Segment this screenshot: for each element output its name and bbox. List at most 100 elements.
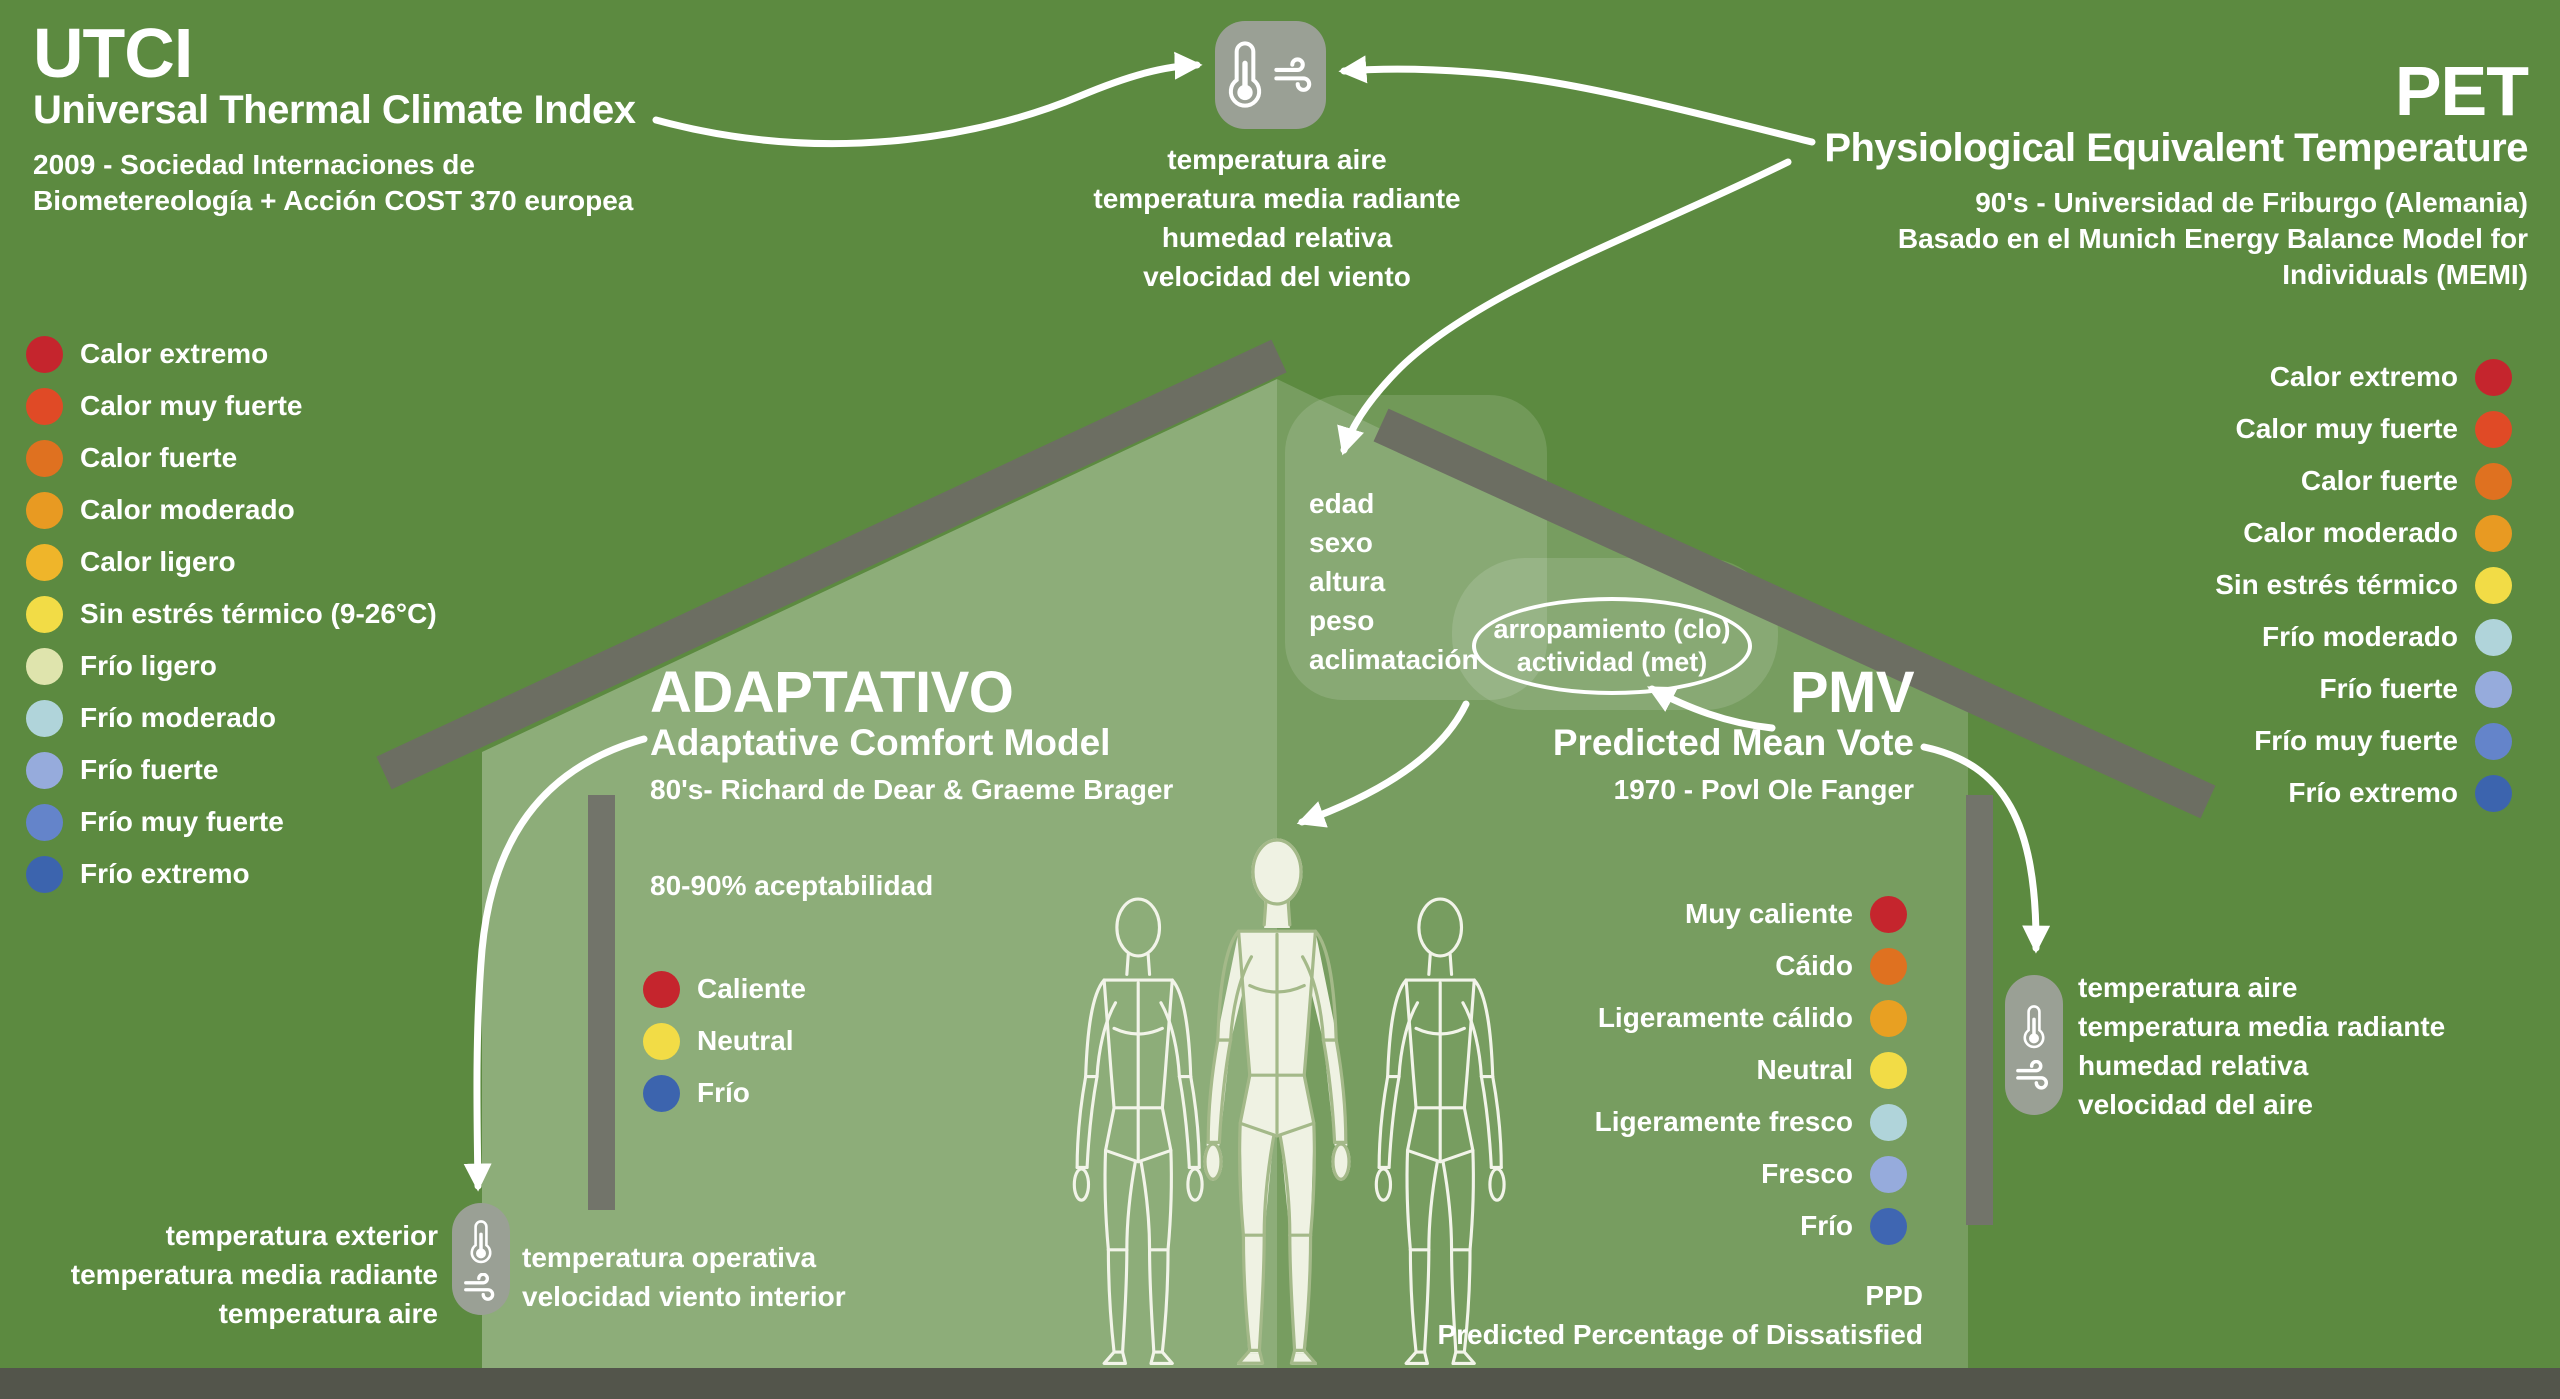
pmv-title: PMV xyxy=(1789,660,1915,725)
arrow-pmv-to-interior-badge xyxy=(1920,743,2051,954)
text-line: velocidad viento interior xyxy=(522,1281,846,1312)
legend-color-dot xyxy=(2475,566,2512,604)
text-line: temperatura media radiante xyxy=(2078,1011,2446,1042)
legend-item: Calor moderado xyxy=(26,484,437,536)
legend-color-dot xyxy=(26,335,63,373)
legend-label: Sin estrés térmico (9-26°C) xyxy=(80,598,437,629)
legend-label: Frío xyxy=(1800,1210,1853,1241)
legend-label: Frío moderado xyxy=(80,702,277,733)
legend-item: Calor muy fuerte xyxy=(26,380,437,432)
exterior-sensor-badge xyxy=(452,1203,510,1315)
legend-item: Frío fuerte xyxy=(26,744,437,796)
legend-color-dot xyxy=(1870,1103,1907,1141)
text-line: actividad (met) xyxy=(1516,647,1708,677)
thermometer-icon xyxy=(470,1220,492,1264)
legend-color-dot xyxy=(2475,462,2512,500)
legend-item: Sin estrés térmico (9-26°C) xyxy=(26,588,437,640)
legend-item: Frío extremo xyxy=(2215,767,2512,819)
legend-color-dot xyxy=(2475,722,2512,760)
legend-item: Calor extremo xyxy=(2215,351,2512,403)
clothing-activity-bubble: arropamiento (clo)actividad (met) xyxy=(1472,597,1752,695)
pet-title: PET xyxy=(2394,52,2529,130)
text-line: temperatura exterior xyxy=(165,1220,438,1251)
legend-label: Frío fuerte xyxy=(80,754,219,785)
legend-label: Calor fuerte xyxy=(80,442,238,473)
legend-label: Frío fuerte xyxy=(2319,673,2458,704)
interior-sensor-badge xyxy=(2005,975,2063,1115)
text-line: 2009 - Sociedad Internaciones de xyxy=(33,148,475,180)
wall-stud-right xyxy=(1966,795,1993,1225)
legend-label: Frío ligero xyxy=(80,650,217,681)
text-line: humedad relativa xyxy=(2078,1050,2309,1081)
text-line: temperatura aire xyxy=(2078,972,2298,1003)
pet-subtitle: Physiological Equivalent Temperature xyxy=(1824,126,2528,170)
text-line: sexo xyxy=(1309,527,1373,558)
utci-subtitle: Universal Thermal Climate Index xyxy=(33,88,636,132)
roof-beam-right xyxy=(1373,408,2216,819)
text-line: aclimatación xyxy=(1309,644,1479,675)
house-structure xyxy=(376,339,2216,1225)
adaptativo-block: ADAPTATIVO Adaptative Comfort Model 80's… xyxy=(650,664,1173,807)
arrow-utci-to-environment-badge xyxy=(652,51,1203,147)
text-line: edad xyxy=(1309,488,1375,519)
legend-color-dot xyxy=(1870,1051,1907,1089)
legend-label: Frío muy fuerte xyxy=(80,806,284,837)
text-line: temperatura media radiante xyxy=(70,1259,438,1290)
legend-item: Ligeramente cálido xyxy=(1595,992,1907,1044)
legend-item: Frío xyxy=(1595,1200,1907,1252)
legend-item: Calor extremo xyxy=(26,328,437,380)
text-line: 90's - Universidad de Friburgo (Alemania… xyxy=(1975,186,2528,218)
legend-item: Fresco xyxy=(1595,1148,1907,1200)
legend-color-dot xyxy=(26,387,63,425)
legend-color-dot xyxy=(643,1074,680,1112)
legend-color-dot xyxy=(2475,358,2512,396)
legend-label: Ligeramente cálido xyxy=(1597,1002,1853,1033)
legend-label: Frío muy fuerte xyxy=(2254,725,2458,756)
interior-badge-text: temperatura aire temperatura media radian… xyxy=(2078,968,2445,1124)
legend-color-dot xyxy=(2475,670,2512,708)
legend-item: Neutral xyxy=(643,1015,806,1067)
legend-label: Frío extremo xyxy=(2288,777,2458,808)
arrow-factors-to-person xyxy=(1296,700,1470,828)
legend-label: Frío moderado xyxy=(2261,621,2458,652)
legend-item: Ligeramente fresco xyxy=(1595,1096,1907,1148)
pmv-author: 1970 - Povl Ole Fanger xyxy=(1613,773,1914,805)
pmv-subtitle: Predicted Mean Vote xyxy=(1552,722,1914,763)
legend-label: Sin estrés térmico xyxy=(2215,569,2458,600)
roof-beam-left xyxy=(376,339,1287,790)
legend-label: Calor muy fuerte xyxy=(80,390,303,421)
thermometer-icon xyxy=(2023,1005,2045,1049)
legend-color-dot xyxy=(26,491,63,529)
legend-color-dot xyxy=(26,751,63,789)
legend-color-dot xyxy=(1870,999,1907,1037)
legend-color-dot xyxy=(26,595,63,633)
legend-label: Fresco xyxy=(1761,1158,1853,1189)
text-line: altura xyxy=(1309,566,1386,597)
adaptativo-authors: 80's- Richard de Dear & Graeme Brager xyxy=(650,773,1174,805)
legend-label: Calor moderado xyxy=(2243,517,2458,548)
flow-arrows xyxy=(463,51,2051,1192)
legend-color-dot xyxy=(1870,947,1907,985)
arrow-pet-to-environment-badge xyxy=(1338,55,1816,146)
legend-color-dot xyxy=(26,647,63,685)
legend-item: Frío muy fuerte xyxy=(26,796,437,848)
thermometer-icon xyxy=(1228,41,1261,108)
legend-label: Calor moderado xyxy=(80,494,295,525)
utci-title: UTCI xyxy=(33,14,193,92)
text-line: arropamiento (clo) xyxy=(1493,614,1731,644)
legend-label: Calor extremo xyxy=(2269,361,2458,392)
legend-color-dot xyxy=(2475,514,2512,552)
wind-icon xyxy=(464,1273,495,1301)
arrow-adaptativo-to-exterior-badge xyxy=(463,735,648,1192)
legend-color-dot xyxy=(1870,1155,1907,1193)
ppd-subtitle: Predicted Percentage of Dissatisfied xyxy=(1437,1319,1923,1350)
wall-stud-left xyxy=(588,795,615,1210)
legend-label: Frío extremo xyxy=(80,858,250,889)
legend-color-dot xyxy=(26,855,63,893)
